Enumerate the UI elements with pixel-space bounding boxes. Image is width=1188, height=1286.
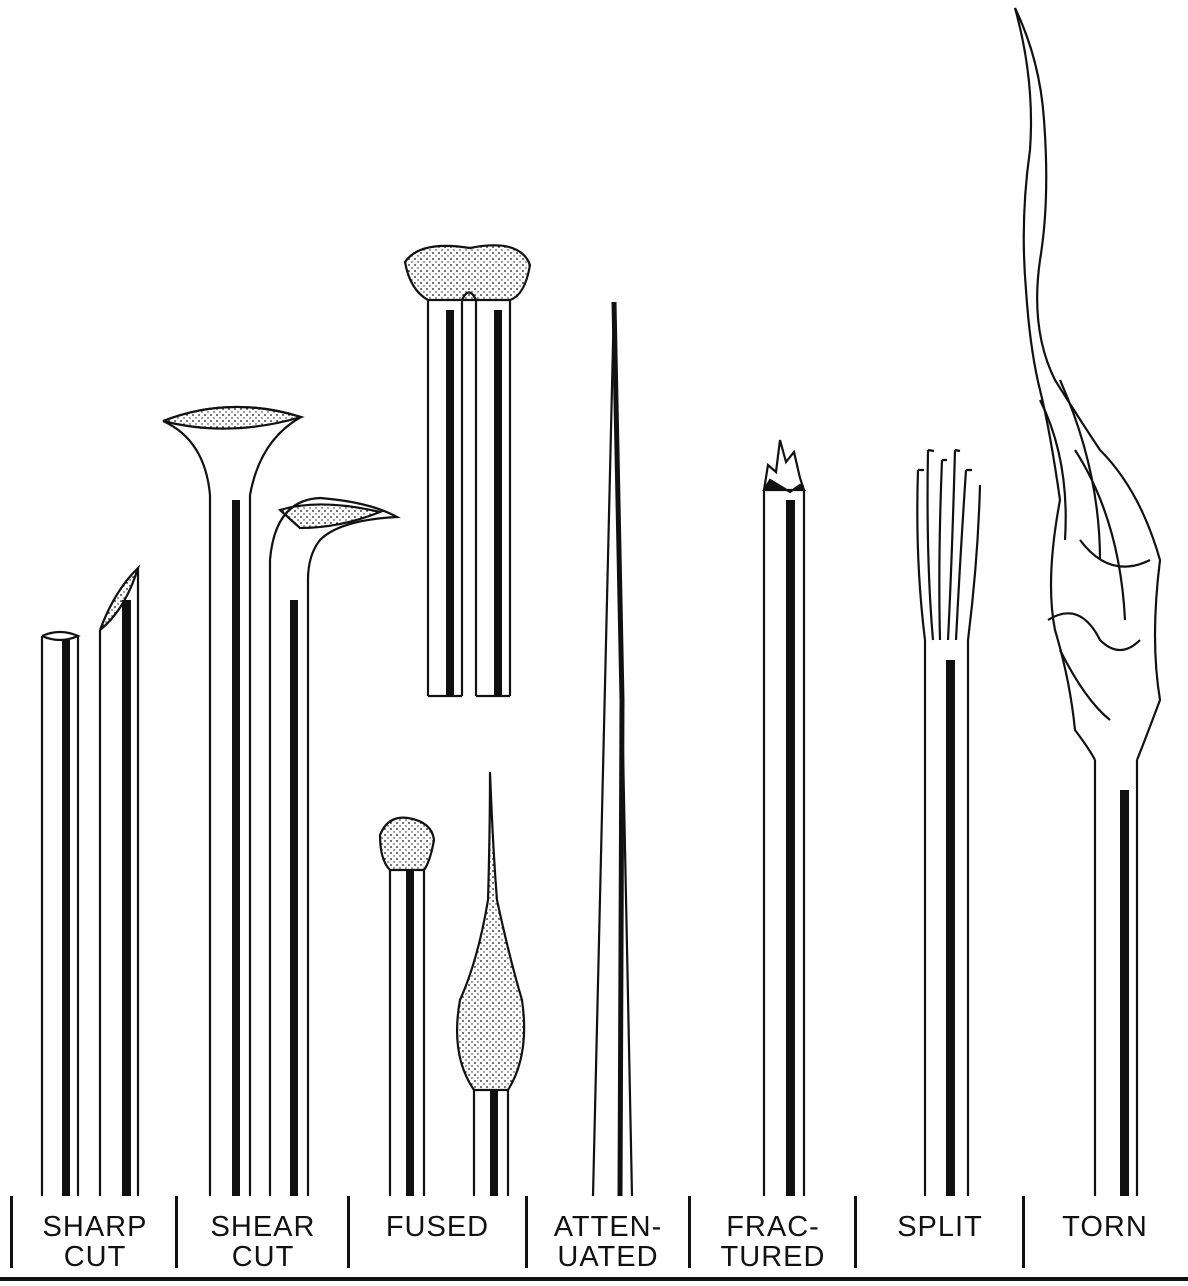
label-shear-cut-line1: SHEAR — [183, 1212, 343, 1242]
label-sharp-cut-line2: CUT — [20, 1242, 170, 1272]
label-torn-line1: TORN — [1030, 1212, 1180, 1242]
shear-cut-fiber-1 — [163, 407, 301, 1196]
fused-fiber-1 — [380, 818, 434, 1196]
shear-cut-fiber-2 — [270, 498, 397, 1196]
sharp-cut-fiber-2 — [100, 568, 138, 1196]
separator-3 — [347, 1196, 350, 1268]
separator-7 — [1022, 1196, 1025, 1268]
label-split: SPLIT — [862, 1212, 1018, 1242]
label-sharp-cut-line1: SHARP — [20, 1212, 170, 1242]
label-fused: FUSED — [355, 1212, 520, 1242]
fused-fiber-2 — [457, 772, 524, 1196]
label-sharp-cut: SHARP CUT — [20, 1212, 170, 1272]
sharp-cut-fiber-1 — [42, 632, 78, 1196]
split-fiber — [917, 450, 980, 1196]
label-attenuated-line1: ATTEN- — [532, 1212, 684, 1242]
label-torn: TORN — [1030, 1212, 1180, 1242]
label-shear-cut: SHEAR CUT — [183, 1212, 343, 1272]
label-fused-line1: FUSED — [355, 1212, 520, 1242]
baseline-rule — [0, 1277, 1188, 1281]
fused-fiber-pair — [405, 245, 530, 696]
separator-6 — [854, 1196, 857, 1268]
label-fractured: FRAC- TURED — [696, 1212, 850, 1272]
label-split-line1: SPLIT — [862, 1212, 1018, 1242]
torn-fiber — [1015, 8, 1160, 1196]
separator-5 — [688, 1196, 691, 1268]
separator-4 — [525, 1196, 528, 1268]
label-attenuated-line2: UATED — [532, 1242, 684, 1272]
separator-2 — [175, 1196, 178, 1268]
label-attenuated: ATTEN- UATED — [532, 1212, 684, 1272]
attenuated-fiber — [593, 302, 632, 1196]
label-fractured-line2: TURED — [696, 1242, 850, 1272]
separator-1 — [10, 1196, 13, 1268]
fractured-fiber — [764, 440, 804, 1196]
label-fractured-line1: FRAC- — [696, 1212, 850, 1242]
label-shear-cut-line2: CUT — [183, 1242, 343, 1272]
